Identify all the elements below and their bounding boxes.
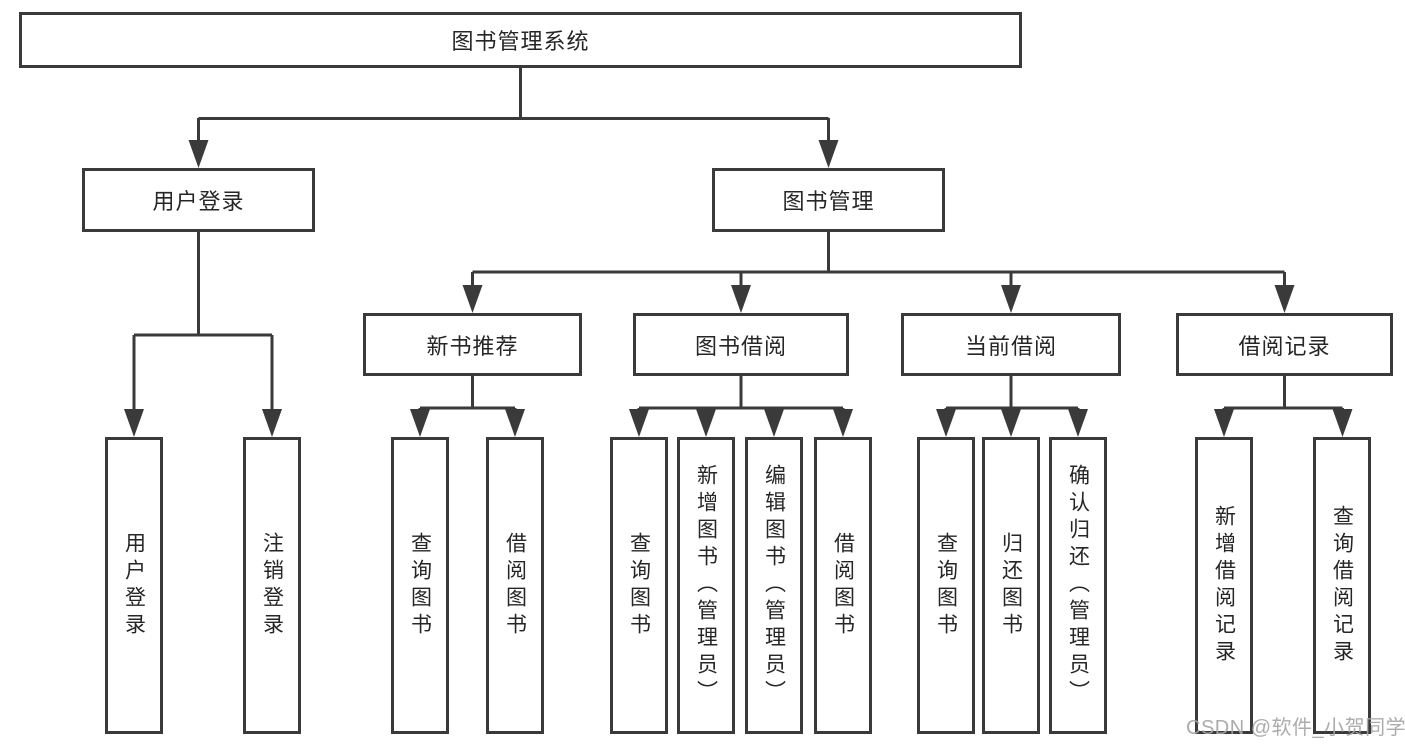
node-book-borrow: 图书借阅: [633, 313, 849, 376]
node-label: 借阅图书: [503, 531, 527, 640]
leaf-confirm-return-admin: 确认归还（管理员）: [1049, 437, 1107, 734]
leaf-borrow-books: 借阅图书: [814, 437, 872, 734]
node-label: 图书管理系统: [451, 29, 590, 54]
node-library-system-root: 图书管理系统: [19, 12, 1022, 68]
leaf-return-books: 归还图书: [982, 437, 1040, 734]
leaf-add-borrow-record: 新增借阅记录: [1195, 437, 1253, 734]
node-label: 用户登录: [122, 531, 146, 640]
leaf-current-query-books: 查询图书: [917, 437, 975, 734]
node-label: 查询图书: [934, 531, 958, 640]
node-label: 归还图书: [999, 531, 1023, 640]
csdn-watermark: CSDN @软件_小贺同学: [1186, 717, 1405, 739]
node-new-book-recommend: 新书推荐: [363, 313, 582, 376]
node-label: 查询图书: [627, 531, 651, 640]
node-label: 图书借阅: [694, 333, 787, 359]
node-label: 查询借阅记录: [1330, 504, 1354, 667]
leaf-borrow-query-books: 查询图书: [610, 437, 668, 734]
node-current-borrow: 当前借阅: [901, 313, 1121, 376]
node-user-login: 用户登录: [82, 168, 315, 232]
node-label: 确认归还（管理员）: [1066, 464, 1090, 707]
node-label: 新书推荐: [426, 333, 519, 359]
node-label: 图书管理: [782, 189, 875, 214]
leaf-edit-books-admin: 编辑图书（管理员）: [745, 437, 803, 734]
node-label: 当前借阅: [964, 333, 1057, 359]
node-label: 查询图书: [408, 531, 432, 640]
node-label: 编辑图书（管理员）: [762, 464, 786, 707]
node-label: 借阅图书: [831, 531, 855, 640]
leaf-add-books-admin: 新增图书（管理员）: [677, 437, 735, 734]
leaf-recommend-query-books: 查询图书: [391, 437, 449, 734]
arrowhead-group: [124, 140, 1353, 437]
node-label: 新增借阅记录: [1212, 504, 1236, 667]
leaf-recommend-borrow-books: 借阅图书: [486, 437, 544, 734]
node-label: 用户登录: [152, 189, 245, 214]
node-label: 借阅记录: [1238, 333, 1331, 359]
node-book-management: 图书管理: [712, 168, 945, 232]
node-label: 新增图书（管理员）: [694, 464, 718, 707]
leaf-user-login: 用户登录: [105, 437, 163, 734]
node-borrow-records: 借阅记录: [1176, 313, 1393, 376]
leaf-logout: 注销登录: [243, 437, 301, 734]
node-label: 注销登录: [260, 531, 284, 640]
leaf-query-borrow-record: 查询借阅记录: [1313, 437, 1371, 734]
